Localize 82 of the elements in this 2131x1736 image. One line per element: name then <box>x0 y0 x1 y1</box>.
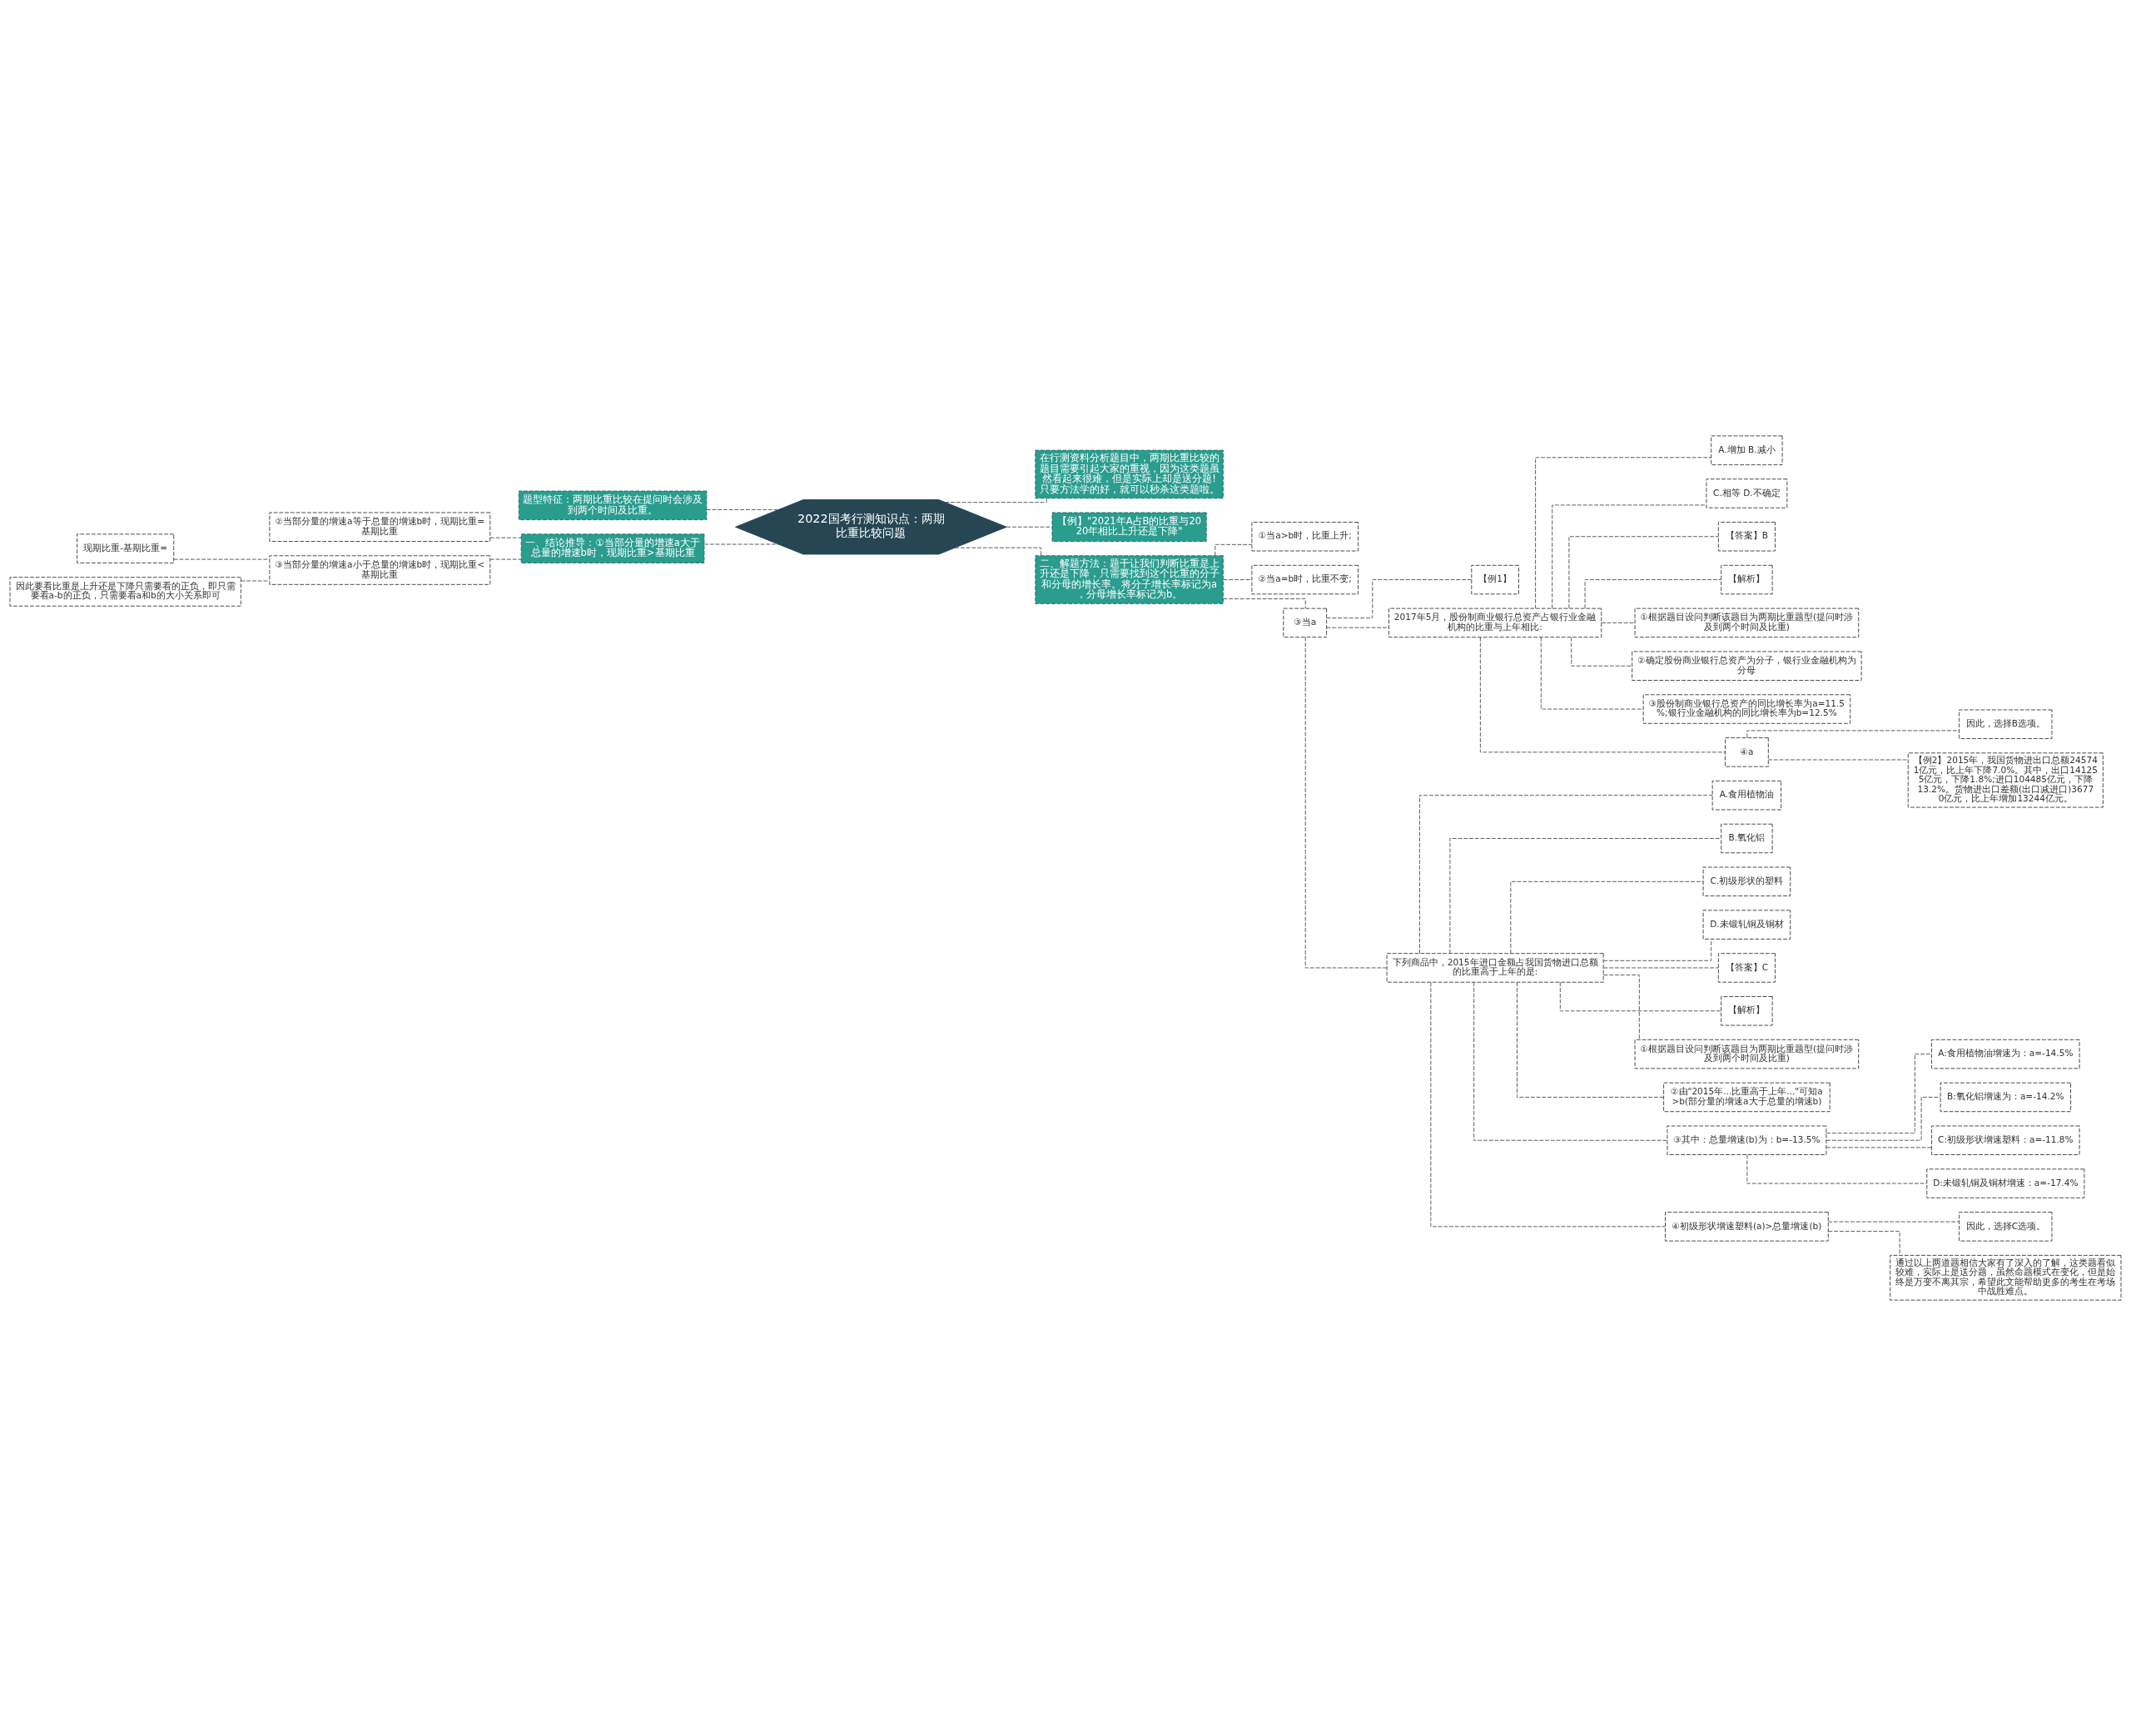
connector <box>1826 1096 1941 1141</box>
connector <box>1826 1147 1932 1148</box>
node-box: 因此，选择B选项。 <box>1959 709 2053 739</box>
node-box: ③其中：总量增速(b)为：b=-13.5% <box>1667 1125 1827 1155</box>
connector <box>1517 982 1664 1098</box>
node-box: A.食用植物油 <box>1711 780 1782 811</box>
node-box: 在行测资料分析题目中，两期比重比较的题目需要引起大家的重视，因为这类题虽然看起来很难，但是实际上却是送分题!只要方法学的好，就可以秒杀这类题啦。 <box>1035 449 1224 499</box>
node-box: 【例2】2015年，我国货物进出口总额245741亿元，比上年下降7.0%。其中，出口141255亿元，下降1.8%;进口104485亿元，下降13.2%。货物进出口差额(出口减进口)36770亿元，比上年增加13244亿元。 <box>1907 752 2104 808</box>
node-box: 【解析】 <box>1721 564 1773 595</box>
connector <box>1584 579 1722 609</box>
node-box: ④初级形状增速塑料(a)>总量增速(b) <box>1665 1212 1829 1242</box>
node-box: A:食用植物油增速为：a=-14.5% <box>1931 1039 2080 1069</box>
connector <box>1540 637 1644 710</box>
node-box: ④a <box>1725 737 1769 767</box>
connector <box>241 580 271 582</box>
connector <box>1326 579 1473 619</box>
connector <box>954 547 1042 556</box>
connector <box>1479 637 1726 753</box>
connector <box>1568 536 1719 609</box>
connector <box>1603 975 1640 1040</box>
node-box: B:氧化铝增速为：a=-14.2% <box>1940 1082 2071 1113</box>
node-box: 因此要看比重是上升还是下降只需要看的正负，即只需要看a-b的正负，只需要看a和b的大小关系即可 <box>9 577 241 607</box>
node-box: C.相等 D.不确定 <box>1706 479 1788 508</box>
connector <box>1418 795 1713 955</box>
connector <box>1601 622 1636 623</box>
connector <box>1535 457 1712 609</box>
node-box: 因此，选择C选项。 <box>1959 1212 2053 1242</box>
node-box: ①当a>b时，比重上升; <box>1251 522 1359 552</box>
node-box: ②由"2015年...比重高于上年..."可知a>b(部分量的增速a大于总量的增速b) <box>1663 1082 1830 1113</box>
connector <box>945 498 1047 503</box>
connector <box>173 558 271 560</box>
connector <box>703 543 779 545</box>
node-box: 2017年5月，股份制商业银行总资产占银行业金融机构的比重与上年相比: <box>1388 608 1602 638</box>
connector <box>1603 967 1719 969</box>
connector <box>1430 982 1666 1228</box>
connector <box>1006 526 1053 528</box>
connector <box>1326 627 1389 628</box>
node-box: ①根据题目设问判断该题目为两期比重题型(提问时涉及到两个时间及比重) <box>1634 608 1860 638</box>
connector <box>489 537 522 538</box>
connector <box>1304 637 1388 969</box>
connector <box>1223 579 1253 581</box>
connector <box>1571 637 1633 667</box>
node-box: 【例】"2021年A占B的比重与2020年相比上升还是下降" <box>1051 512 1207 542</box>
node-box: 【例1】 <box>1471 564 1519 595</box>
node-box: 二、解题方法：题干让我们判断比重是上升还是下降，只需要找到这个比重的分子和分母的增长率。将分子增长率标记为a，分母增长率标记为b。 <box>1035 555 1224 604</box>
connector <box>1473 981 1668 1141</box>
connector <box>1510 880 1704 954</box>
connector <box>1559 982 1721 1012</box>
node-box: C.初级形状的塑料 <box>1702 866 1791 897</box>
connector <box>1223 598 1306 609</box>
node-box: ②当a=b时，比重不变; <box>1251 564 1359 595</box>
node-box: 一、结论推导：①当部分量的增速a大于总量的增速b时，现期比重>基期比重 <box>520 533 705 563</box>
node-box: 【答案】B <box>1717 522 1776 552</box>
node-box: B.氧化铝 <box>1721 823 1773 854</box>
node-box: 现期比重-基期比重= <box>77 533 175 563</box>
connector <box>1826 1054 1932 1134</box>
node-box: 【答案】C <box>1717 953 1776 983</box>
connector <box>1215 543 1253 557</box>
connector <box>1552 504 1707 609</box>
node-box: 【解析】 <box>1721 996 1773 1026</box>
connector <box>1828 1231 1900 1256</box>
connector <box>489 558 522 560</box>
node-box: ①根据题目设问判断该题目为两期比重题型(提问时涉及到两个时间及比重) <box>1634 1039 1860 1069</box>
node-box: 下列商品中，2015年进口金额占我国货物进口总额的比重高于上年的是: <box>1386 953 1604 983</box>
node-box: ③股份制商业银行总资产的同比增长率为a=11.5%;银行业金融机构的同比增长率为b=12.5% <box>1642 694 1851 724</box>
node-box: ③当a <box>1283 608 1328 638</box>
connector <box>1827 1221 1960 1223</box>
node-box: ②当部分量的增速a等于总量的增速b时，现期比重=基期比重 <box>269 512 491 542</box>
node-box: A.增加 B.减小 <box>1711 435 1783 465</box>
connector <box>1602 938 1712 961</box>
connector <box>706 509 779 510</box>
node-box: D:未锻轧铜及铜材增速：a=-17.4% <box>1926 1168 2085 1198</box>
connector <box>1746 730 1960 738</box>
node-box: C:初级形状增速塑料：a=-11.8% <box>1931 1125 2080 1155</box>
connector <box>1449 838 1721 954</box>
node-box: ②确定股份商业银行总资产为分子，银行业金融机构为分母 <box>1632 651 1862 681</box>
node-box: ③当部分量的增速a小于总量的增速b时，现期比重<基期比重 <box>269 555 491 585</box>
node-box: D.未锻轧铜及铜材 <box>1702 910 1791 940</box>
connector <box>1746 1154 1927 1184</box>
node-box: 通过以上两道题相信大家有了深入的了解，这类题看似较难，实际上是送分题，虽然命题模式在变化，但是始终是万变不离其宗，希望此文能帮助更多的考生在考场中战胜难点。 <box>1890 1254 2122 1301</box>
connector <box>1767 759 1909 761</box>
node-box: 题型特征：两期比重比较在提问时会涉及到两个时间及比重。 <box>518 490 708 521</box>
